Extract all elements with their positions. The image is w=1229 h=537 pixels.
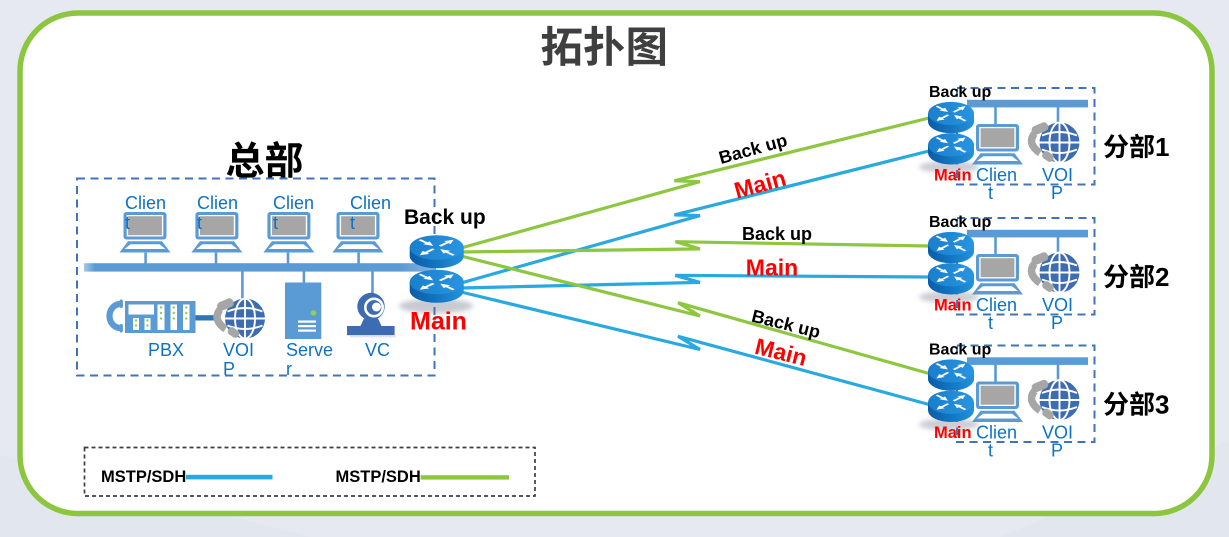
svg-text:Main: Main [410, 308, 467, 336]
svg-text:Back up: Back up [742, 224, 812, 244]
svg-text:VOI: VOI [223, 340, 254, 360]
svg-text:t: t [197, 213, 202, 233]
svg-text:t: t [988, 183, 993, 203]
svg-text:t: t [125, 213, 130, 233]
svg-text:Clien: Clien [273, 193, 314, 213]
svg-text:P: P [1051, 183, 1063, 203]
svg-text:MSTP/SDH: MSTP/SDH [101, 468, 186, 486]
svg-text:Back up: Back up [929, 214, 991, 231]
svg-text:Clien: Clien [976, 295, 1017, 315]
svg-text:3: 3 [1155, 390, 1169, 420]
svg-text:Clien: Clien [350, 193, 391, 213]
svg-text:Clien: Clien [197, 193, 238, 213]
svg-text:Clien: Clien [976, 423, 1017, 443]
svg-text:VOI: VOI [1042, 165, 1073, 185]
svg-text:VOI: VOI [1042, 295, 1073, 315]
svg-text:Main: Main [746, 255, 798, 281]
svg-text:Back up: Back up [404, 206, 486, 229]
svg-text:Back up: Back up [929, 342, 991, 359]
svg-text:Main: Main [934, 424, 972, 442]
svg-text:P: P [1051, 441, 1063, 461]
svg-text:t: t [350, 213, 355, 233]
svg-text:r: r [286, 359, 292, 379]
svg-text:1: 1 [1155, 132, 1169, 162]
svg-text:Back up: Back up [929, 84, 991, 101]
svg-text:Clien: Clien [976, 165, 1017, 185]
svg-text:t: t [273, 213, 278, 233]
svg-text:Main: Main [934, 167, 972, 185]
svg-text:Serve: Serve [286, 340, 333, 360]
svg-text:PBX: PBX [148, 340, 184, 360]
svg-text:P: P [223, 359, 235, 379]
svg-text:Main: Main [934, 297, 972, 315]
svg-text:t: t [988, 313, 993, 333]
svg-text:P: P [1051, 313, 1063, 333]
svg-text:VC: VC [365, 340, 390, 360]
svg-text:2: 2 [1155, 262, 1169, 292]
svg-text:Clien: Clien [125, 193, 166, 213]
svg-text:t: t [988, 441, 993, 461]
svg-text:MSTP/SDH: MSTP/SDH [336, 468, 421, 486]
svg-text:VOI: VOI [1042, 423, 1073, 443]
